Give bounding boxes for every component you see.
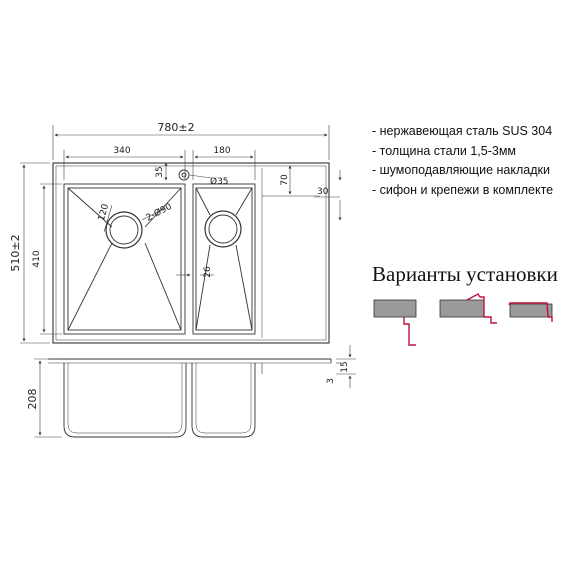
top-view (52, 162, 330, 344)
left-bowl-width-label: 340 (113, 146, 130, 156)
left-bowl (63, 183, 186, 335)
bowl-depth-label: 410 (32, 250, 42, 267)
dimension-lines (20, 125, 342, 344)
overall-depth-label: 510±2 (9, 234, 22, 271)
installation-variant-2 (439, 293, 497, 324)
overall-width-label: 780±2 (157, 121, 194, 134)
drain-holes-label: 2-Ø90 (144, 201, 174, 224)
edge-label: 30 (317, 187, 329, 197)
partition-label: 26 (203, 266, 213, 278)
right-drain (204, 210, 242, 248)
overflow-hole (178, 169, 190, 181)
rim-thickness-label: 3 (326, 378, 336, 384)
rim-height-label: 15 (340, 361, 350, 372)
left-drain (105, 211, 143, 249)
overflow-offset-label: 35 (155, 166, 165, 177)
right-bowl (192, 183, 256, 335)
overflow-diameter-label: Ø35 (210, 176, 229, 187)
installation-variant-1 (373, 299, 417, 346)
sink-outline (52, 162, 330, 344)
specs-list: - нержавеющая сталь SUS 304 - толщина ст… (372, 122, 553, 200)
installation-variant-3 (508, 302, 553, 322)
spec-item: - толщина стали 1,5-3мм (372, 143, 517, 158)
spec-item: - нержавеющая сталь SUS 304 (372, 124, 553, 138)
right-bowl-width-label: 180 (213, 146, 230, 156)
installation-variants-title: Варианты установки (372, 262, 558, 286)
drain-offset-label: 70 (280, 174, 290, 186)
corner-radius-label: 120 (97, 203, 111, 222)
spec-item: - сифон и крепежи в комплекте (372, 182, 554, 197)
side-view (48, 358, 332, 438)
spec-item: - шумоподавляющие накладки (372, 163, 550, 177)
bowl-height-label: 208 (26, 389, 39, 410)
